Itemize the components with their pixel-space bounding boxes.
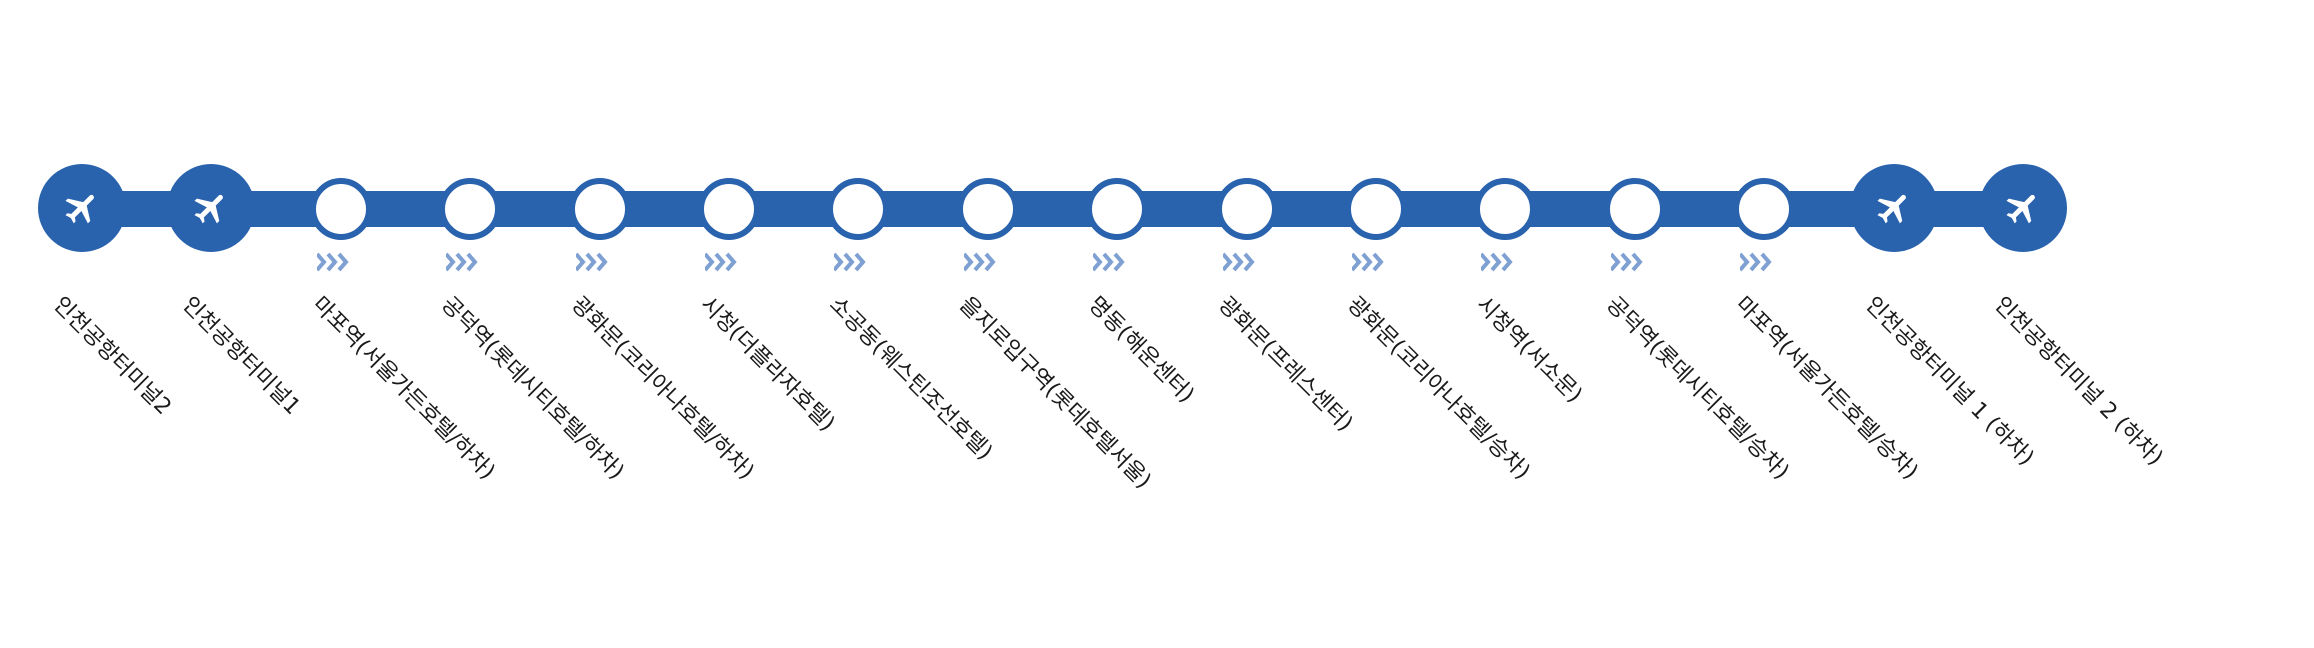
direction-arrows-icon — [574, 251, 614, 273]
station-node — [1733, 178, 1796, 240]
station-node — [439, 178, 502, 240]
stop-label: 인천공항터미널1 — [177, 292, 306, 421]
direction-arrows-icon — [1350, 251, 1390, 273]
stop-label: 인천공항터미널2 — [48, 292, 176, 421]
station-node — [1603, 178, 1666, 240]
station-node — [1215, 178, 1278, 240]
airport-node — [38, 164, 126, 252]
airplane-icon — [62, 188, 102, 228]
direction-arrows-icon — [444, 251, 484, 273]
direction-arrows-icon — [832, 251, 872, 273]
station-node — [827, 178, 890, 240]
station-node — [956, 178, 1019, 240]
airplane-icon — [1874, 188, 1914, 228]
stop-label: 명동(해운센터) — [1083, 292, 1199, 408]
airplane-icon — [191, 188, 231, 228]
station-node — [1086, 178, 1149, 240]
stop-label: 시청(더플라자호텔) — [695, 292, 840, 437]
direction-arrows-icon — [703, 251, 743, 273]
airport-node — [1979, 164, 2067, 252]
direction-arrows-icon — [1479, 251, 1519, 273]
stop-label: 시청역(서소문) — [1471, 292, 1588, 408]
airplane-icon — [2003, 188, 2043, 228]
direction-arrows-icon — [1221, 251, 1261, 273]
direction-arrows-icon — [1738, 251, 1778, 273]
direction-arrows-icon — [962, 251, 1002, 273]
route-line — [75, 191, 2025, 227]
direction-arrows-icon — [315, 251, 355, 273]
station-node — [698, 178, 760, 240]
direction-arrows-icon — [1609, 251, 1649, 273]
airport-node — [167, 164, 256, 252]
stop-label: 광화문(프레스센터) — [1212, 292, 1357, 437]
station-node — [1345, 178, 1407, 240]
direction-arrows-icon — [1091, 251, 1131, 273]
airport-node — [1849, 164, 1938, 252]
station-node — [568, 178, 631, 240]
station-node — [309, 178, 372, 240]
station-node — [1474, 178, 1537, 240]
